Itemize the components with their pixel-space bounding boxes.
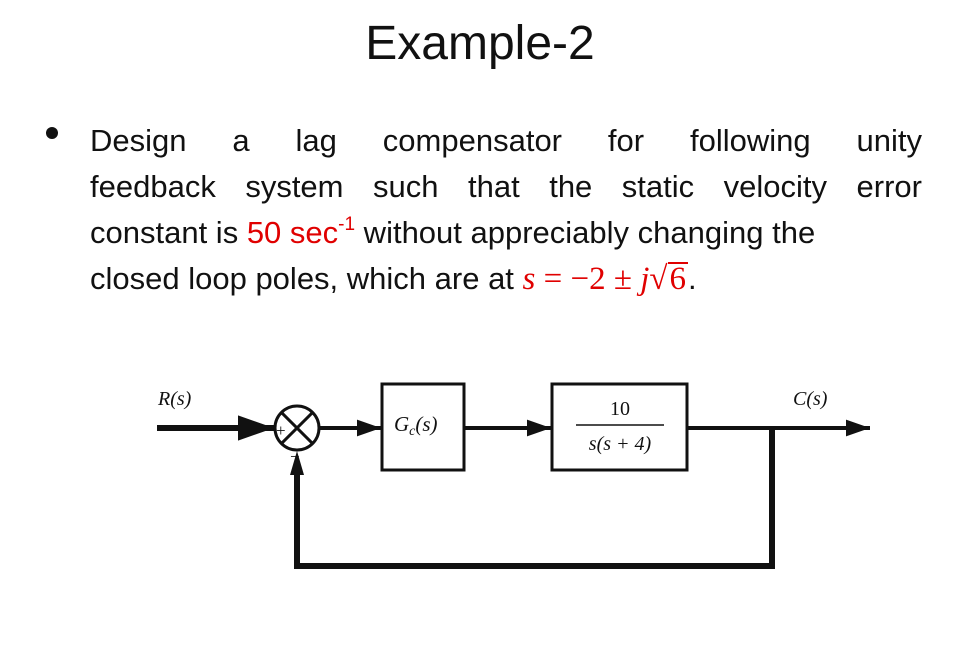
compensator-block [380,382,466,472]
output-label: C(s) [793,388,828,410]
input-label: R(s) [157,388,192,410]
compensator-label: Gc(s) [394,412,438,439]
text-line-4-start: closed loop poles, which are at [90,261,523,296]
plant-block [550,382,689,472]
velocity-error-value: 50 sec [246,215,339,250]
pole-equation: s = −2 ± j√6 [522,261,689,297]
text-line-2: feedback system such that the static vel… [90,169,922,204]
plant-numerator: 10 [610,398,630,420]
summing-plus-sign: + [276,421,286,440]
text-line-1: Design a lag compensator for following u… [90,123,922,158]
slide-title: Example-2 [365,17,595,70]
text-line-4-end: . [688,261,697,296]
pole-value: = −2 ± [535,261,641,297]
velocity-error-exponent: -1 [338,214,356,235]
problem-statement: Design a lag compensator for following u… [90,118,922,302]
text-line-3-start: constant is [90,215,247,250]
plant-denominator: s(s + 4) [589,433,652,455]
sqrt-argument: 6 [667,261,689,297]
summing-minus-sign: − [290,447,300,466]
pole-variable: s [522,261,536,297]
feedback-arrowhead [290,451,304,475]
text-line-4: closed loop poles, which are at s = −2 ±… [90,256,922,302]
imaginary-unit: j [640,261,650,297]
bullet-icon [46,127,58,139]
sqrt-sign: √ [649,261,668,297]
text-line-3: constant is 50 sec-1 without appreciably… [90,210,922,256]
feedback-path [294,428,775,569]
text-line-3-end: without appreciably changing the [355,215,816,250]
